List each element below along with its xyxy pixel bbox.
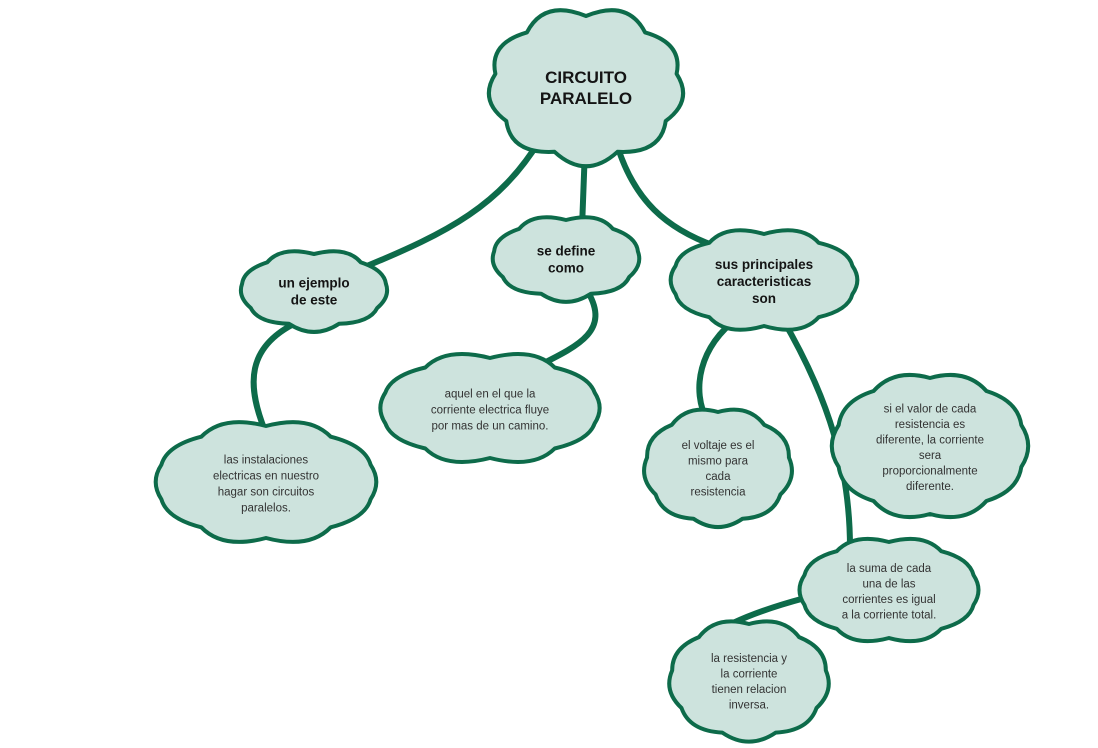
node-define: se define como [490,215,642,304]
node-root: CIRCUITO PARALELO [486,8,686,169]
features-cloud [668,228,860,332]
text-line: si el valor de cada [884,404,977,416]
example-label: un ejemplo de este [278,275,349,307]
text-line: a la corriente total. [842,610,937,622]
text-line: un ejemplo [278,275,349,290]
text-line: tienen relacion [712,684,787,696]
inverse-cloud [667,619,831,744]
text-line: paralelos. [241,503,291,515]
text-line: una de las [862,579,915,591]
inverse-text: la resistencia y la corriente tienen relac… [711,653,787,712]
resistance-value-cloud [829,372,1031,520]
node-installations: las instalaciones electricas en nuestro ha… [153,420,379,544]
text-line: hagar son circuitos [218,487,315,499]
text-line: diferente, la corriente [876,435,984,447]
features-label: sus principales caracteristicas son [715,257,813,306]
define-cloud [490,215,642,304]
text-line: sus principales [715,257,813,272]
link-root-features [615,145,718,249]
current-sum-cloud [797,536,981,644]
text-line: sera [919,450,942,462]
node-current-sum: la suma de cada una de las corrientes es i… [797,536,981,644]
text-line: por mas de un camino. [432,421,549,433]
define-label: se define como [537,243,596,275]
text-line: resistencia [691,487,747,499]
node-voltage: el voltaje es el mismo para cada resistenci… [642,407,794,530]
text-line: las instalaciones [224,455,309,467]
text-line: la suma de cada [847,563,932,575]
text-line: caracteristicas [717,274,812,289]
link-features-voltage [696,315,741,425]
link-define-definition [537,289,599,368]
root-title: CIRCUITO PARALELO [540,68,632,108]
text-line: electricas en nuestro [213,471,319,483]
text-line: como [548,260,584,275]
text-line: son [752,291,776,306]
installations-cloud [153,420,379,544]
voltage-cloud [642,407,794,530]
root-cloud [486,8,686,169]
text-line: corriente electrica fluye [431,405,549,417]
text-line: diferente. [906,481,954,493]
text-line: se define [537,243,596,258]
node-example: un ejemplo de este [238,249,390,334]
text-line: proporcionalmente [882,466,977,478]
resistance-value-text: si el valor de cada resistencia es diferen… [876,404,984,494]
definition-cloud [378,352,602,464]
text-line: resistencia es [895,419,966,431]
current-sum-text: la suma de cada una de las corrientes es i… [842,563,937,622]
text-line: la corriente [721,669,778,681]
definition-text: aquel en el que la corriente electrica fl… [431,389,549,433]
node-definition: aquel en el que la corriente electrica fl… [378,352,602,464]
text-line: aquel en el que la [445,389,536,401]
text-line: inversa. [729,700,769,712]
text-line: CIRCUITO [545,68,627,87]
text-line: cada [706,471,732,483]
example-cloud [238,249,390,334]
text-line: PARALELO [540,89,632,108]
node-features: sus principales caracteristicas son [668,228,860,332]
link-sum-inverse [730,595,808,626]
installations-text: las instalaciones electricas en nuestro ha… [213,455,319,515]
text-line: la resistencia y [711,653,787,665]
voltage-text: el voltaje es el mismo para cada resistenci… [682,440,755,499]
text-line: corrientes es igual [842,594,935,606]
link-root-example [359,137,543,271]
link-example-installations [250,317,305,441]
text-line: mismo para [688,456,749,468]
node-resistance-value: si el valor de cada resistencia es diferen… [829,372,1031,520]
text-line: el voltaje es el [682,440,755,452]
node-inverse: la resistencia y la corriente tienen relac… [667,619,831,744]
text-line: de este [291,292,338,307]
